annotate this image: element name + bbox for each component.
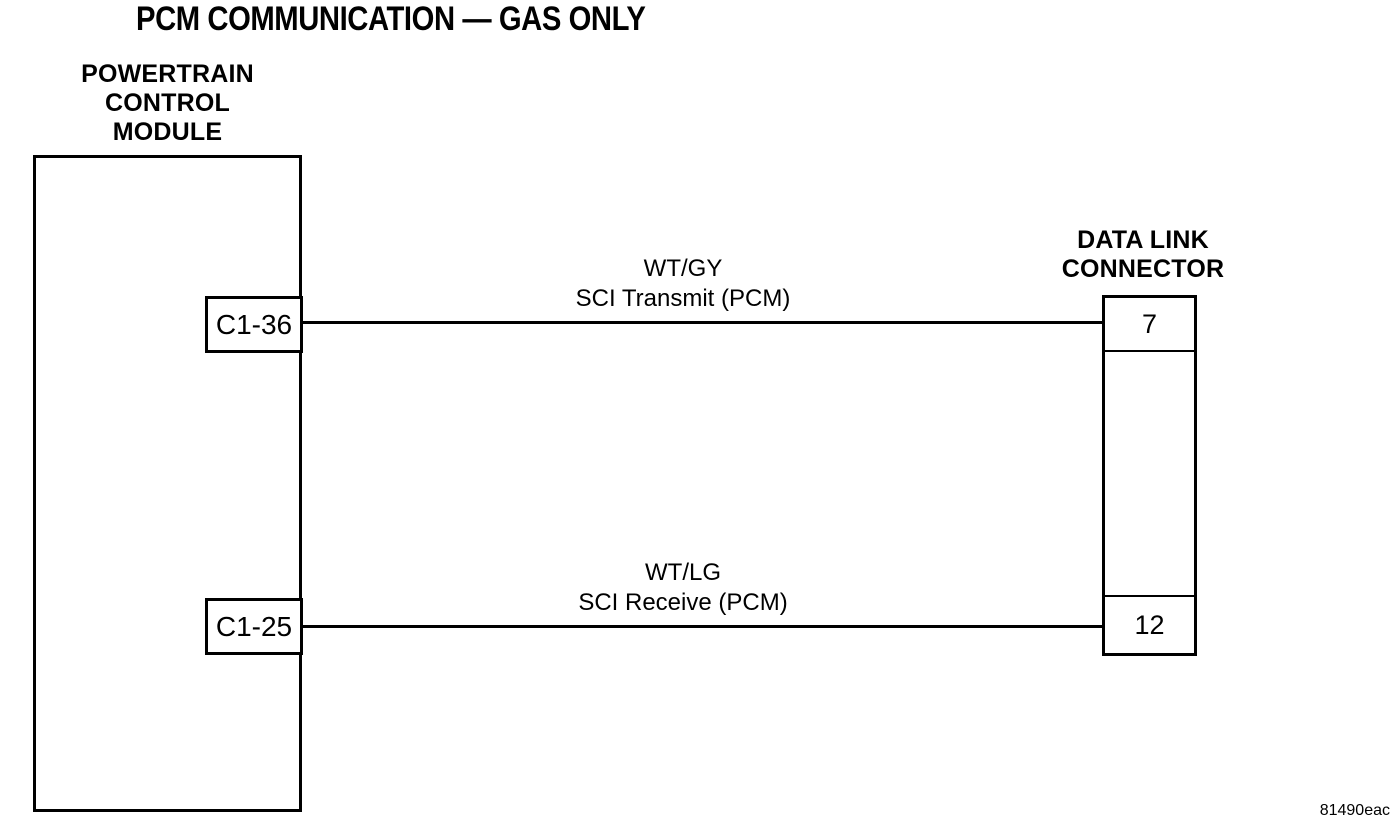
wire-sci-transmit — [300, 321, 1103, 324]
pcm-pin-c1-25: C1-25 — [205, 598, 303, 655]
pcm-label-line-1: POWERTRAIN — [81, 60, 254, 88]
wire-signal-name: SCI Receive (PCM) — [578, 589, 788, 616]
dlc-connector-body-spacer — [1105, 352, 1194, 595]
dlc-pin-7: 7 — [1105, 298, 1194, 352]
dlc-label-line-2: CONNECTOR — [1061, 255, 1225, 283]
wire-label-sci-transmit: WT/GY SCI Transmit (PCM) — [463, 254, 903, 314]
wire-sci-receive — [300, 625, 1103, 628]
wire-label-sci-receive: WT/LG SCI Receive (PCM) — [463, 558, 903, 618]
pcm-label-line-2: CONTROL — [105, 89, 230, 117]
wire-signal-name: SCI Transmit (PCM) — [575, 285, 791, 312]
pcm-label-line-3: MODULE — [112, 118, 223, 146]
diagram-title: PCM COMMUNICATION — GAS ONLY — [136, 0, 646, 38]
wire-color-code: WT/LG — [645, 559, 721, 586]
pcm-label: POWERTRAIN CONTROL MODULE — [33, 60, 302, 147]
pcm-pin-c1-36: C1-36 — [205, 296, 303, 353]
figure-id: 81490eac — [1319, 802, 1390, 819]
wire-color-code: WT/GY — [643, 255, 723, 282]
dlc-pin-12: 12 — [1105, 595, 1194, 653]
dlc-label-line-1: DATA LINK — [1077, 226, 1209, 254]
dlc-label: DATA LINK CONNECTOR — [1028, 226, 1258, 284]
pcm-module-box — [33, 155, 302, 812]
dlc-connector-box: 7 12 — [1102, 295, 1197, 656]
